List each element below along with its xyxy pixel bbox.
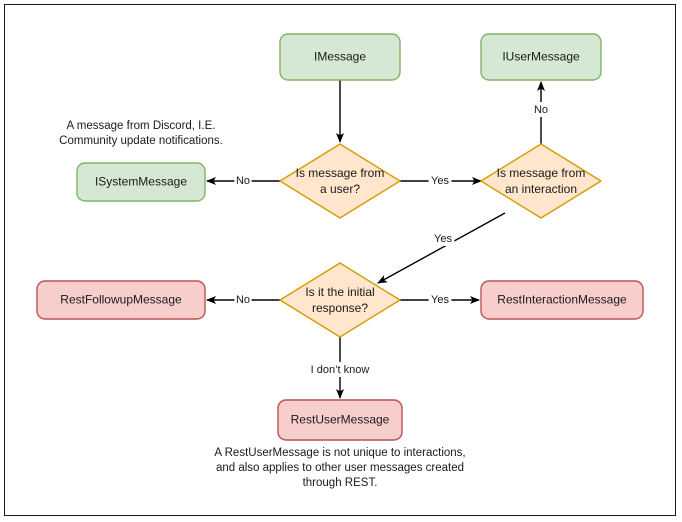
edge-label-background	[234, 173, 252, 188]
node-shape-rounded-rect[interactable]	[480, 33, 602, 81]
edge-label: Yes	[431, 294, 449, 306]
edge-label: Yes	[431, 175, 449, 187]
node-imessage[interactable]: IMessage	[279, 33, 401, 81]
node-is-message-from-a-user[interactable]: Is message from a user?	[279, 143, 401, 219]
node-shape-rounded-rect[interactable]	[279, 33, 401, 81]
node-label-line-2: a user?	[320, 182, 360, 196]
edge-label-background	[532, 102, 550, 117]
edge-initial-response-no-to-restfollowupmessage: No	[206, 292, 280, 307]
node-shape-rounded-rect[interactable]	[76, 162, 206, 202]
node-label-line-2: an interaction	[505, 182, 577, 196]
edge-user-question-no-to-isystemmessage: No	[206, 173, 280, 188]
edge-interaction-question-no-to-iusermessage: No	[532, 81, 550, 144]
node-shape-diamond[interactable]	[279, 143, 401, 219]
edge-label: Yes	[434, 233, 452, 245]
note-line: and also applies to other user messages …	[216, 462, 464, 474]
note-restusermessage-note: A RestUserMessage is not unique to inter…	[214, 447, 465, 489]
node-shape-rounded-rect[interactable]	[277, 399, 403, 441]
node-restinteractionmessage[interactable]: RestInteractionMessage	[480, 280, 644, 320]
node-label-line-1: Is message from	[497, 166, 586, 180]
edge-label: No	[236, 175, 250, 187]
node-label: RestFollowupMessage	[60, 293, 182, 307]
note-line: Community update notifications.	[59, 135, 223, 147]
node-label-line-1: Is message from	[296, 166, 385, 180]
node-isystemmessage[interactable]: ISystemMessage	[76, 162, 206, 202]
note-line: through REST.	[303, 477, 378, 489]
edge-line	[377, 212, 506, 284]
node-shape-diamond[interactable]	[480, 143, 602, 219]
node-shape-rounded-rect[interactable]	[36, 280, 206, 320]
edge-label: No	[236, 294, 250, 306]
node-is-it-the-initial-response[interactable]: Is it the initial response?	[279, 262, 401, 338]
note-isystemmessage-note: A message from Discord, I.E. Community up…	[59, 120, 223, 147]
note-line: A RestUserMessage is not unique to inter…	[214, 447, 465, 459]
edge-label: No	[534, 104, 548, 116]
edge-label-background	[431, 231, 455, 246]
node-is-message-from-an-interaction[interactable]: Is message from an interaction	[480, 143, 602, 219]
node-shape-rounded-rect[interactable]	[480, 280, 644, 320]
note-line: A message from Discord, I.E.	[67, 120, 216, 132]
edge-label-background	[303, 362, 377, 377]
node-label: RestInteractionMessage	[497, 293, 627, 307]
node-label-line-1: Is it the initial	[305, 285, 374, 299]
node-restfollowupmessage[interactable]: RestFollowupMessage	[36, 280, 206, 320]
edge-user-question-yes-to-interaction-question: Yes	[400, 173, 482, 188]
node-label: IUserMessage	[502, 50, 580, 64]
node-label-line-2: response?	[312, 301, 368, 315]
edge-label-background	[428, 292, 452, 307]
node-label: ISystemMessage	[95, 175, 187, 189]
edge-initial-response-yes-to-restinteractionmessage: Yes	[400, 292, 480, 307]
node-restusermessage[interactable]: RestUserMessage	[277, 399, 403, 441]
node-label: IMessage	[314, 50, 366, 64]
edge-label: I don’t know	[311, 364, 370, 376]
node-iusermessage[interactable]: IUserMessage	[480, 33, 602, 81]
notes-layer: A message from Discord, I.E. Community up…	[59, 120, 465, 489]
edge-interaction-question-yes-to-initial-response: Yes	[377, 212, 506, 284]
edge-label-background	[234, 292, 252, 307]
node-shape-diamond[interactable]	[279, 262, 401, 338]
edge-initial-response-idontknow-to-restusermessage: I don’t know	[303, 337, 377, 399]
edge-label-background	[428, 173, 452, 188]
node-label: RestUserMessage	[291, 413, 390, 427]
